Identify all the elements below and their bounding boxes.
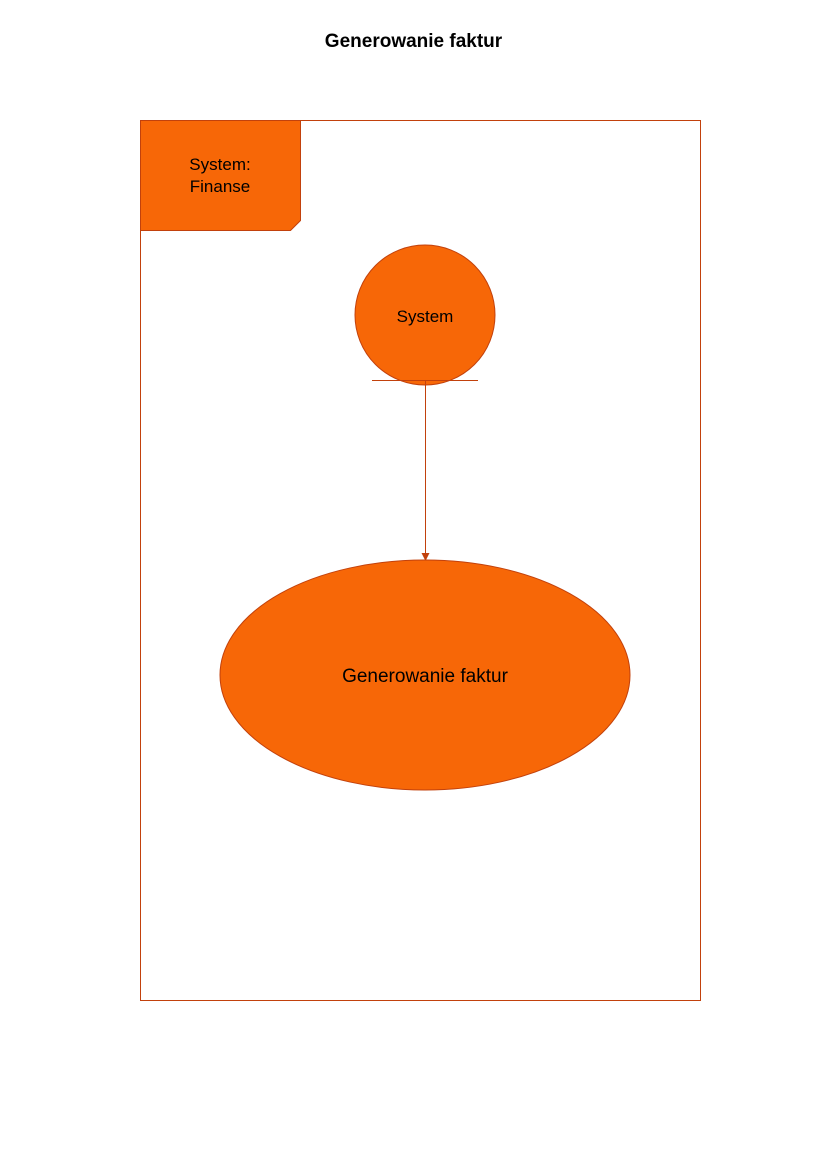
use-case-ellipse (219, 559, 631, 791)
actor-label: System (397, 307, 454, 326)
system-label-line1: System: (189, 155, 250, 174)
system-boundary-frame (140, 120, 701, 1001)
system-label-line2: Finanse (190, 177, 250, 196)
page-title: Generowanie faktur (324, 31, 503, 52)
use-case-label: Generowanie faktur (342, 666, 508, 687)
system-label-tab (140, 120, 301, 231)
